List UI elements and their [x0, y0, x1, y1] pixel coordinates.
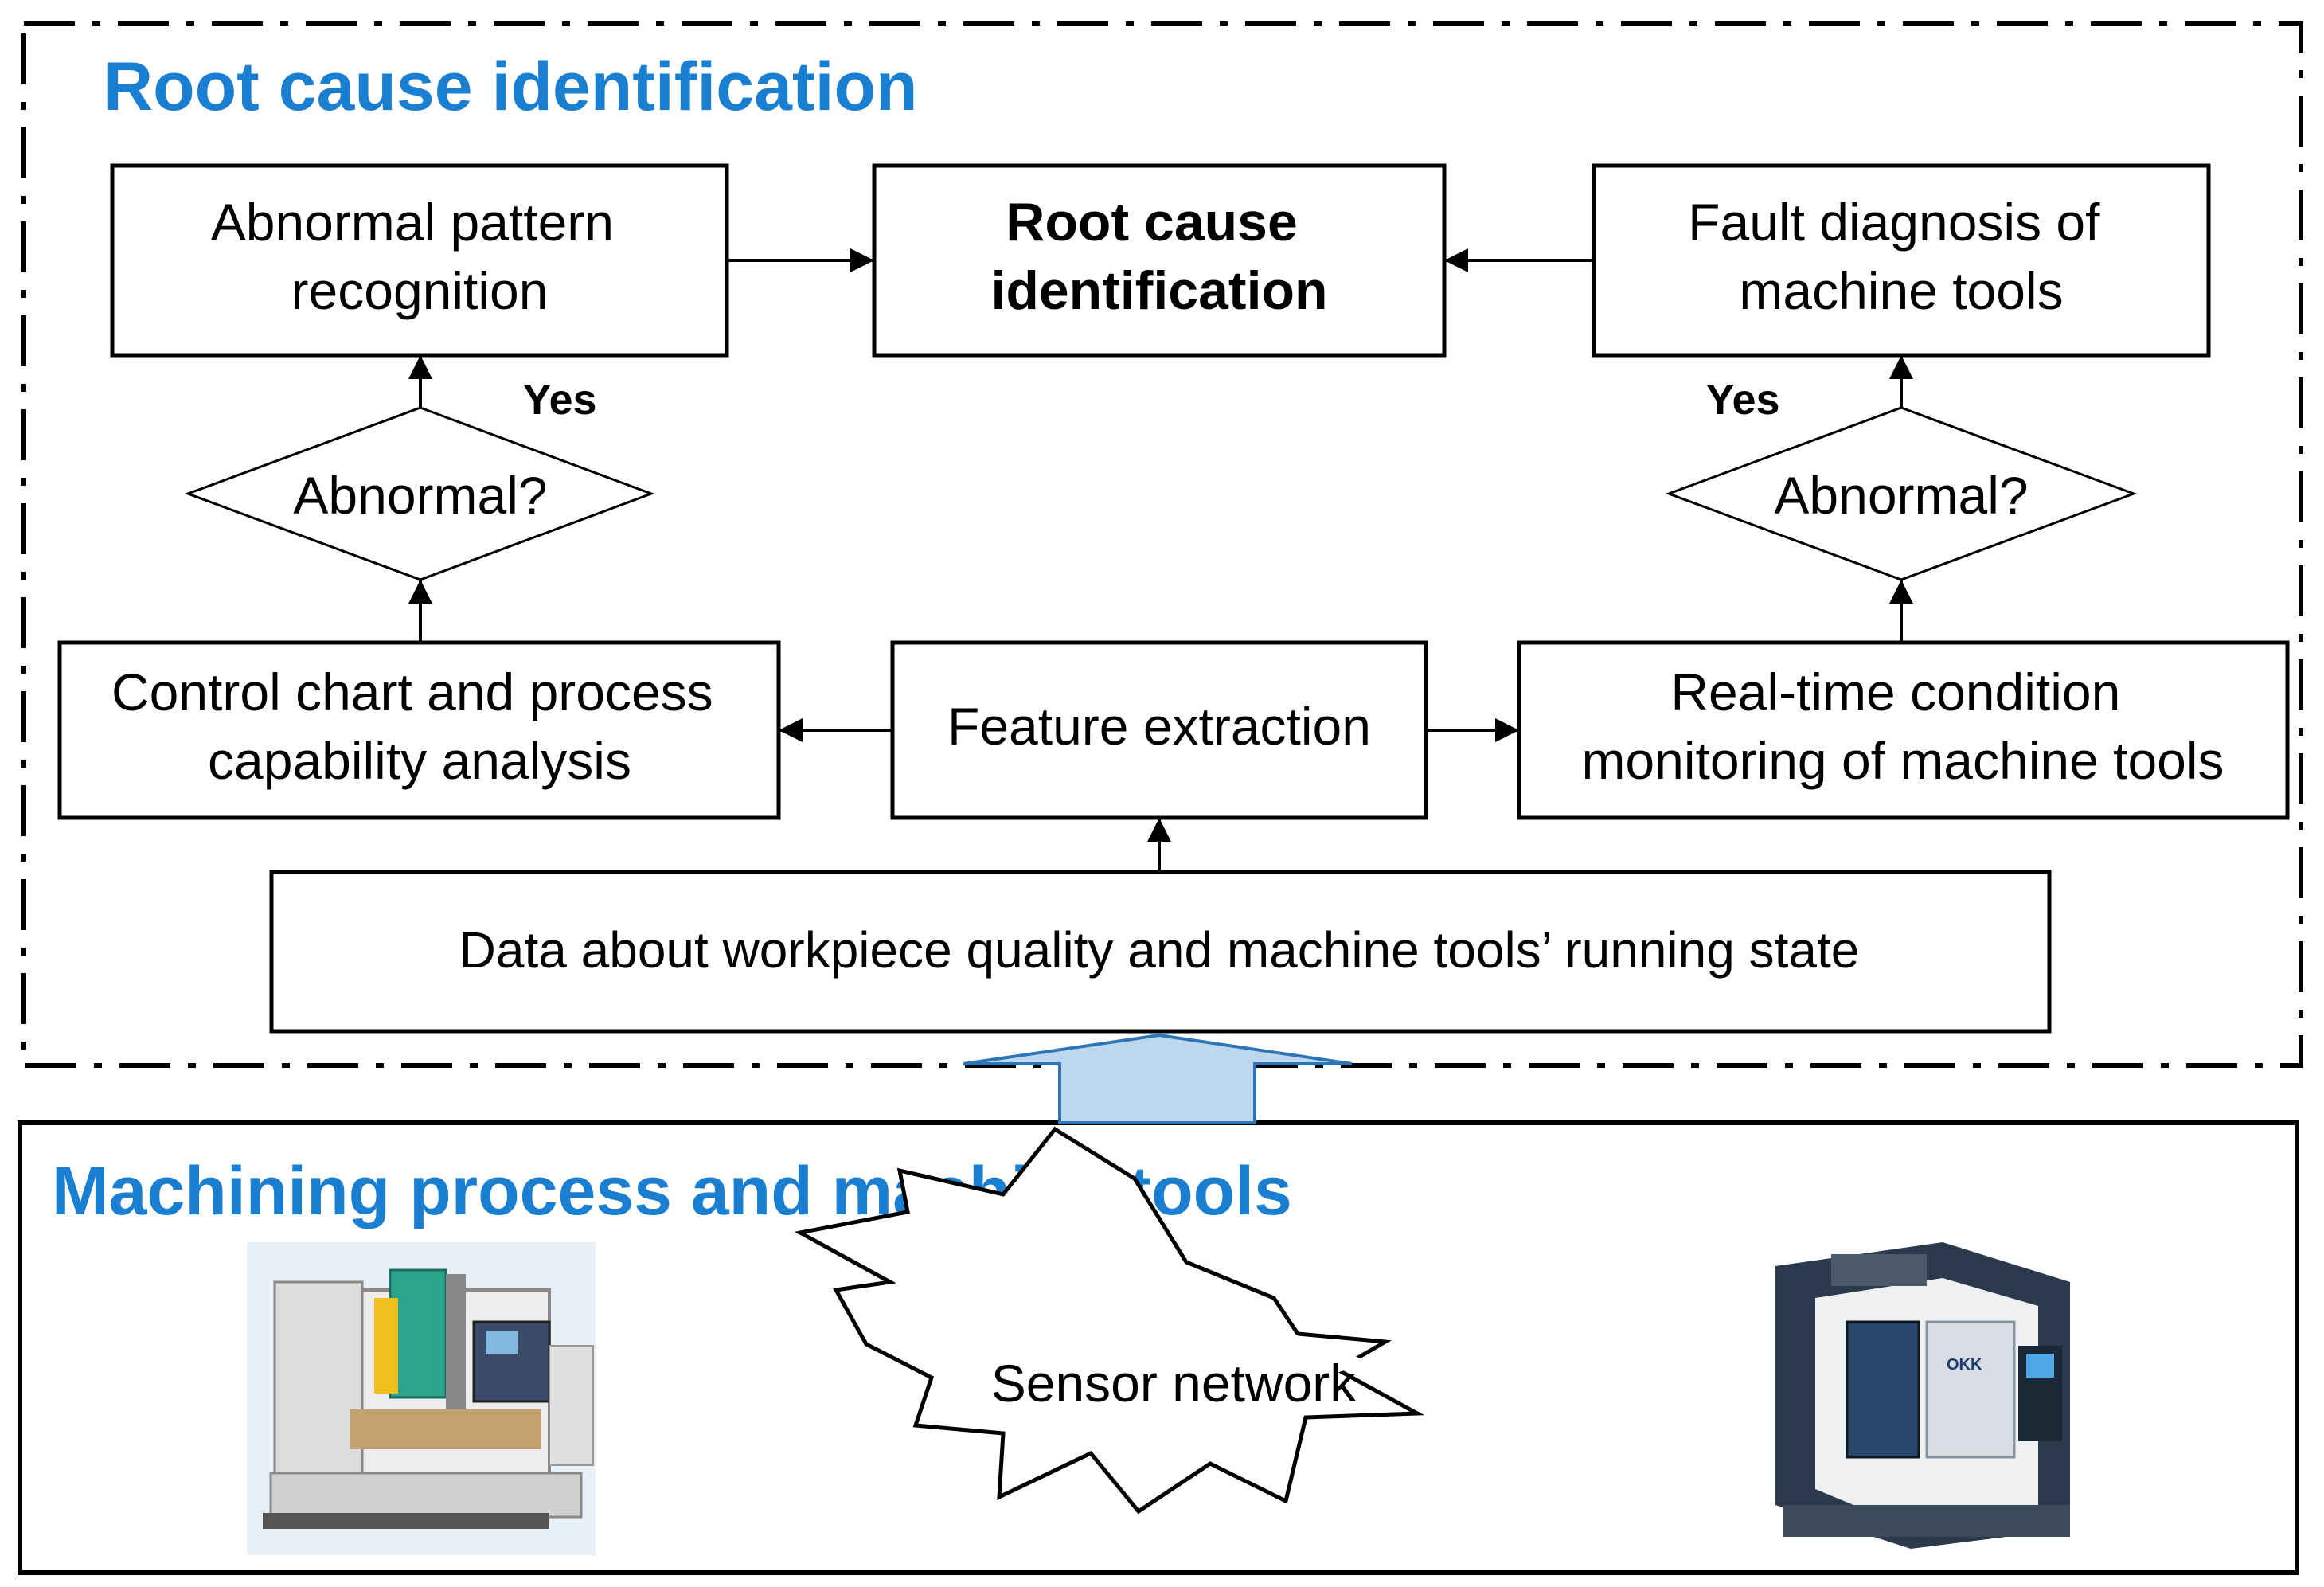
yes-right-label: Yes	[1705, 376, 1779, 424]
yes-left-label: Yes	[522, 376, 596, 424]
realtime-monitoring-label: Real-time condition monitoring of machin…	[1581, 663, 2224, 790]
feature-extraction-box	[890, 640, 1428, 820]
decision-right-label: Abnormal?	[1774, 466, 2028, 525]
cnc-machine-icon	[247, 1242, 596, 1555]
realtime-monitoring-box	[1517, 640, 2290, 820]
decision-left-label: Abnormal?	[293, 466, 547, 525]
root-cause-box	[872, 163, 1447, 358]
feature-extraction-label: Feature extraction	[947, 697, 1371, 756]
sensor-network-label: Sensor network	[991, 1354, 1357, 1413]
block-up-arrow	[963, 1033, 1353, 1124]
svg-text:OKK: OKK	[1947, 1356, 1982, 1374]
abnormal-pattern-box	[110, 163, 729, 358]
machining-center-icon: OKK	[1775, 1242, 2070, 1549]
abnormal-pattern-label: Abnormal pattern recognition	[211, 193, 629, 320]
control-chart-label: Control chart and process capability ana…	[111, 663, 728, 790]
root-cause-region-title: Root cause identification	[104, 49, 918, 125]
sensor-star-fill	[908, 1274, 1369, 1441]
root-cause-label: Root cause identification	[990, 192, 1327, 321]
data-box-label: Data about workpiece quality and machine…	[459, 921, 1860, 979]
fault-diagnosis-label: Fault diagnosis of machine tools	[1688, 193, 2115, 320]
